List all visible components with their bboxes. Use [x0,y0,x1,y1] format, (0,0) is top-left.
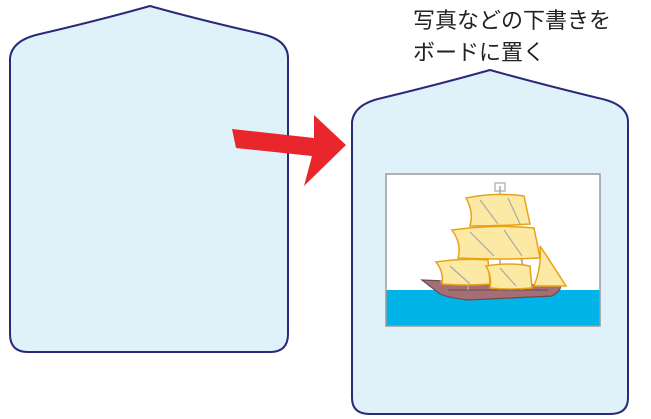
photo-frame [385,173,601,327]
red-arrow-icon [232,115,346,186]
empty-board [9,4,289,353]
caption-line-1: 写真などの下書きを [413,9,612,34]
instruction-caption: 写真などの下書きを ボードに置く [413,6,651,70]
draft-photo [385,173,601,327]
caption-line-2: ボードに置く [413,41,546,66]
sailing-ship-icon [420,182,568,301]
